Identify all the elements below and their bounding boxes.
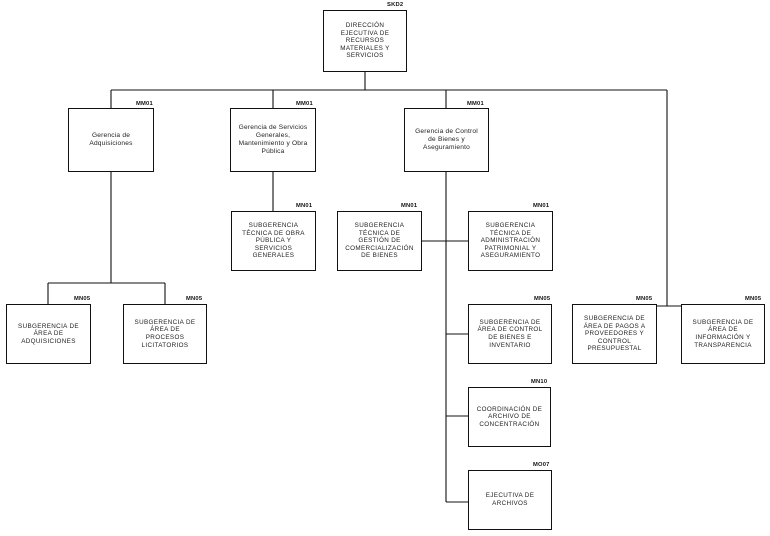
- node-subgerencia-area-adquisiciones[interactable]: SUBGERENCIA DE ÁREA DE ADQUISICIONES: [6, 304, 91, 364]
- code-gerencia-control-bienes: MM01: [467, 101, 484, 107]
- code-gerencia-adquisiciones: MM01: [136, 101, 153, 107]
- node-subgerencia-obra-publica[interactable]: SUBGERENCIA TÉCNICA DE OBRA PÚBLICA Y SE…: [231, 211, 316, 271]
- code-coordinacion-archivo: MN10: [531, 379, 548, 385]
- code-direccion-ejecutiva: SKD2: [387, 2, 404, 8]
- node-gerencia-control-bienes[interactable]: Gerencia de Control de Bienes y Aseguram…: [404, 108, 489, 172]
- code-subgerencia-administracion-patrimonial: MN01: [533, 203, 550, 209]
- code-subgerencia-gestion-comercializacion: MN01: [401, 203, 418, 209]
- code-subgerencia-control-bienes-inventario: MN05: [534, 296, 551, 302]
- code-subgerencia-informacion-transparencia: MN05: [745, 296, 762, 302]
- node-subgerencia-procesos-licitatorios[interactable]: SUBGERENCIA DE ÁREA DE PROCESOS LICITATO…: [123, 304, 207, 364]
- node-subgerencia-gestion-comercializacion[interactable]: SUBGERENCIA TÉCNICA DE GESTIÓN DE COMERC…: [337, 211, 422, 271]
- node-ejecutiva-archivos[interactable]: EJECUTIVA DE ARCHIVOS: [468, 470, 552, 530]
- code-gerencia-servicios-generales: MM01: [296, 101, 313, 107]
- node-subgerencia-informacion-transparencia[interactable]: SUBGERENCIA DE ÁREA DE INFORMACIÓN Y TRA…: [681, 304, 765, 364]
- code-subgerencia-procesos-licitatorios: MN05: [186, 296, 203, 302]
- node-gerencia-adquisiciones[interactable]: Gerencia de Adquisiciones: [68, 108, 154, 172]
- code-subgerencia-area-adquisiciones: MN05: [74, 296, 91, 302]
- node-subgerencia-pagos-proveedores[interactable]: SUBGERENCIA DE ÁREA DE PAGOS A PROVEEDOR…: [572, 304, 657, 364]
- code-subgerencia-obra-publica: MN01: [296, 203, 313, 209]
- node-subgerencia-control-bienes-inventario[interactable]: SUBGERENCIA DE ÁREA DE CONTROL DE BIENES…: [468, 304, 552, 364]
- code-ejecutiva-archivos: MO07: [533, 462, 550, 468]
- node-coordinacion-archivo[interactable]: COORDINACIÓN DE ARCHIVO DE CONCENTRACIÓN: [468, 387, 551, 447]
- node-gerencia-servicios-generales[interactable]: Gerencia de Servicios Generales, Manteni…: [230, 108, 316, 172]
- node-subgerencia-administracion-patrimonial[interactable]: SUBGERENCIA TÉCNICA DE ADMINISTRACIÓN PA…: [468, 211, 553, 271]
- code-subgerencia-pagos-proveedores: MN05: [636, 296, 653, 302]
- node-direccion-ejecutiva[interactable]: DIRECCIÓN EJECUTIVA DE RECURSOS MATERIAL…: [323, 10, 407, 72]
